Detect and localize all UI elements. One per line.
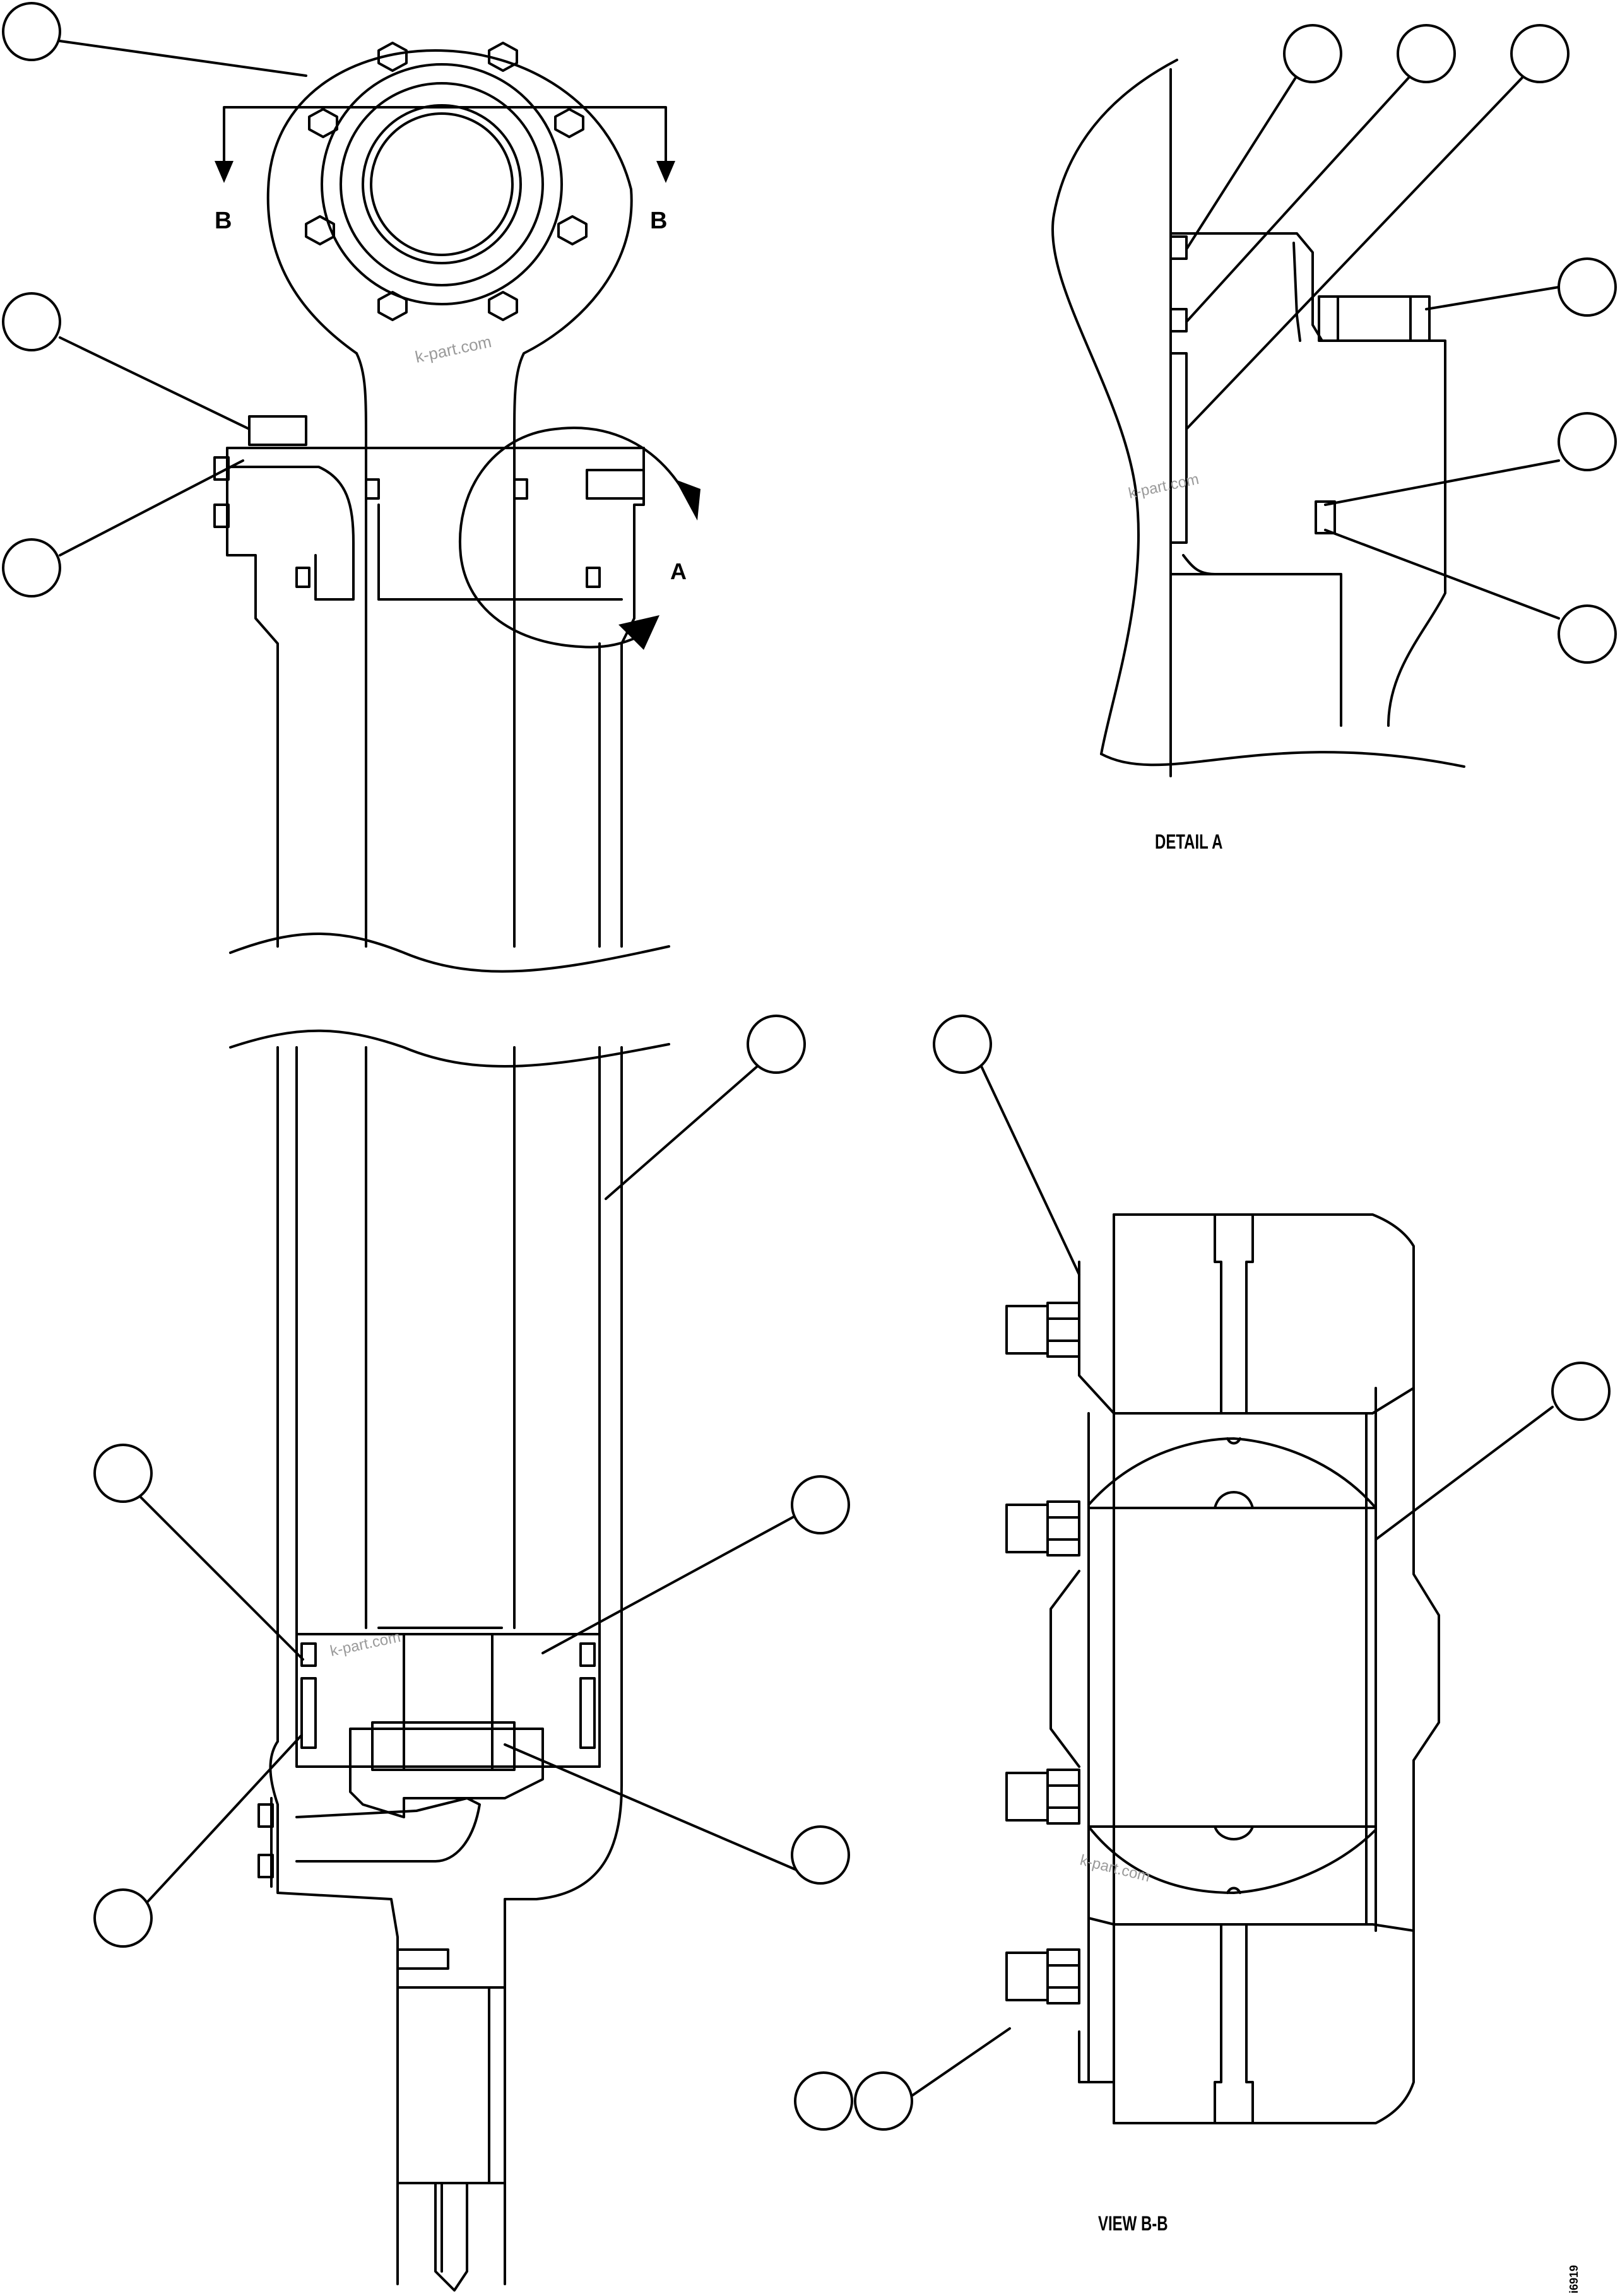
callout-bubble [1558, 412, 1617, 471]
callout-bubble [1510, 24, 1570, 83]
callout-bubble [93, 1888, 153, 1948]
detail-marker-label: A [670, 558, 687, 584]
watermarks: k-part.com k-part.com k-part.com k-part.… [329, 332, 1200, 1885]
detail-a-marker: A [458, 427, 701, 650]
callout-bubble [747, 1015, 806, 1074]
callout-bubble [933, 1015, 992, 1074]
detail-a-view: DETAIL A [1051, 59, 1465, 853]
leader-lines [59, 40, 1560, 2099]
cylinder-main-view: B B A [213, 42, 701, 2292]
callout-bubble [2, 292, 61, 351]
callout-bubble [1551, 1362, 1611, 1421]
callout-bubble [2, 538, 61, 598]
callout-bubble [794, 2071, 853, 2131]
view-bb: VIEW B-B [1005, 1213, 1440, 2235]
section-line-bb: B B [215, 106, 675, 234]
figure-code: i6919 [1568, 2265, 1580, 2293]
view-bb-caption: VIEW B-B [1098, 2212, 1168, 2235]
callout-bubble [791, 1475, 850, 1534]
watermark-text: k-part.com [1127, 471, 1200, 502]
callout-bubble [1558, 604, 1617, 664]
callout-bubble [854, 2071, 913, 2131]
eye-bolts [305, 42, 588, 321]
section-marker-right: B [650, 208, 667, 234]
callout-bubble [1283, 24, 1342, 83]
section-marker-left: B [215, 208, 232, 234]
callout-bubbles [2, 2, 1617, 2131]
callout-bubble [1397, 24, 1456, 83]
view-bb-bolts [1005, 1302, 1080, 2005]
watermark-text: k-part.com [413, 332, 493, 367]
callout-bubble [2, 2, 61, 61]
callout-bubble [791, 1825, 850, 1885]
detail-a-caption: DETAIL A [1155, 830, 1222, 853]
callout-bubble [1558, 257, 1617, 317]
callout-bubble [93, 1444, 153, 1503]
